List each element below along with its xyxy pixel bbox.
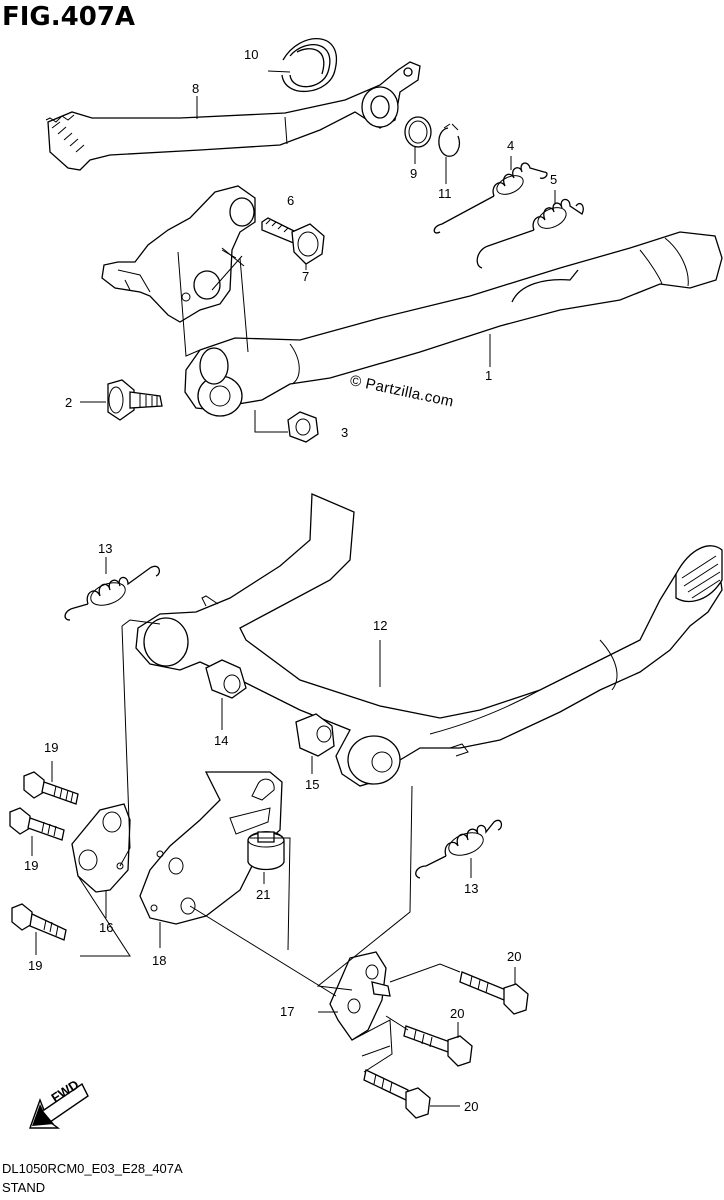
callout-12: 12 bbox=[373, 618, 387, 633]
callout-14: 14 bbox=[214, 733, 228, 748]
callout-19-top: 19 bbox=[44, 740, 58, 755]
callout-15: 15 bbox=[305, 777, 319, 792]
assembly-guide-lines bbox=[77, 247, 461, 1073]
bush-part-14 bbox=[205, 659, 247, 730]
callout-labels: 1 2 3 4 5 6 7 8 9 10 11 12 13 13 14 15 1… bbox=[24, 47, 557, 1114]
bush-part-15 bbox=[295, 713, 335, 774]
spring-part-13-upper bbox=[64, 557, 161, 621]
callout-10: 10 bbox=[244, 47, 258, 62]
spring-part-10 bbox=[267, 37, 338, 92]
circlip-part-11 bbox=[438, 123, 461, 184]
callout-6: 6 bbox=[287, 193, 294, 208]
diagram-name: STAND bbox=[2, 1180, 46, 1195]
bolt-part-20-mid bbox=[403, 1022, 473, 1067]
callout-17: 17 bbox=[280, 1004, 294, 1019]
callout-20-top: 20 bbox=[507, 949, 521, 964]
callout-11: 11 bbox=[438, 186, 452, 201]
bolt-part-20-top bbox=[459, 967, 529, 1015]
center-stand-part-12 bbox=[135, 493, 723, 787]
bolt-part-19-mid bbox=[9, 807, 65, 856]
callout-18: 18 bbox=[152, 953, 166, 968]
callout-19-bottom: 19 bbox=[28, 958, 42, 973]
rubber-part-21 bbox=[247, 831, 285, 884]
spring-part-4 bbox=[433, 156, 548, 234]
callout-3: 3 bbox=[341, 425, 348, 440]
fwd-arrow-icon: FWD bbox=[29, 1077, 89, 1129]
callout-4: 4 bbox=[507, 138, 514, 153]
callout-2: 2 bbox=[65, 395, 72, 410]
figure-title: FIG.407A bbox=[2, 2, 136, 32]
brake-pedal-part-8 bbox=[45, 61, 421, 171]
bolt-part-20-bottom bbox=[363, 1069, 460, 1119]
nut-part-3 bbox=[254, 410, 319, 443]
callout-20-mid: 20 bbox=[450, 1006, 464, 1021]
callout-21: 21 bbox=[256, 887, 270, 902]
callout-8: 8 bbox=[192, 81, 199, 96]
bracket-part-17 bbox=[318, 951, 391, 1041]
bolt-part-19-bottom bbox=[11, 903, 67, 955]
spring-part-5 bbox=[476, 190, 584, 269]
callout-19-mid: 19 bbox=[24, 858, 38, 873]
callout-5: 5 bbox=[550, 172, 557, 187]
ring-part-9 bbox=[404, 116, 432, 164]
callout-9: 9 bbox=[410, 166, 417, 181]
bolt-part-19-top bbox=[23, 761, 79, 805]
callout-16: 16 bbox=[99, 920, 113, 935]
callout-13-upper: 13 bbox=[98, 541, 112, 556]
bracket-part-18 bbox=[139, 771, 283, 948]
bolt-part-7 bbox=[261, 217, 325, 270]
bolt-part-2 bbox=[80, 379, 163, 421]
diagram-code: DL1050RCM0_E03_E28_407A bbox=[2, 1161, 183, 1176]
callout-20-bottom: 20 bbox=[464, 1099, 478, 1114]
bracket-part-16 bbox=[71, 803, 131, 918]
callout-13-lower: 13 bbox=[464, 881, 478, 896]
side-stand-part-1 bbox=[184, 231, 723, 417]
callout-7: 7 bbox=[302, 269, 309, 284]
callout-1: 1 bbox=[485, 368, 492, 383]
spring-part-13-lower bbox=[415, 819, 503, 879]
